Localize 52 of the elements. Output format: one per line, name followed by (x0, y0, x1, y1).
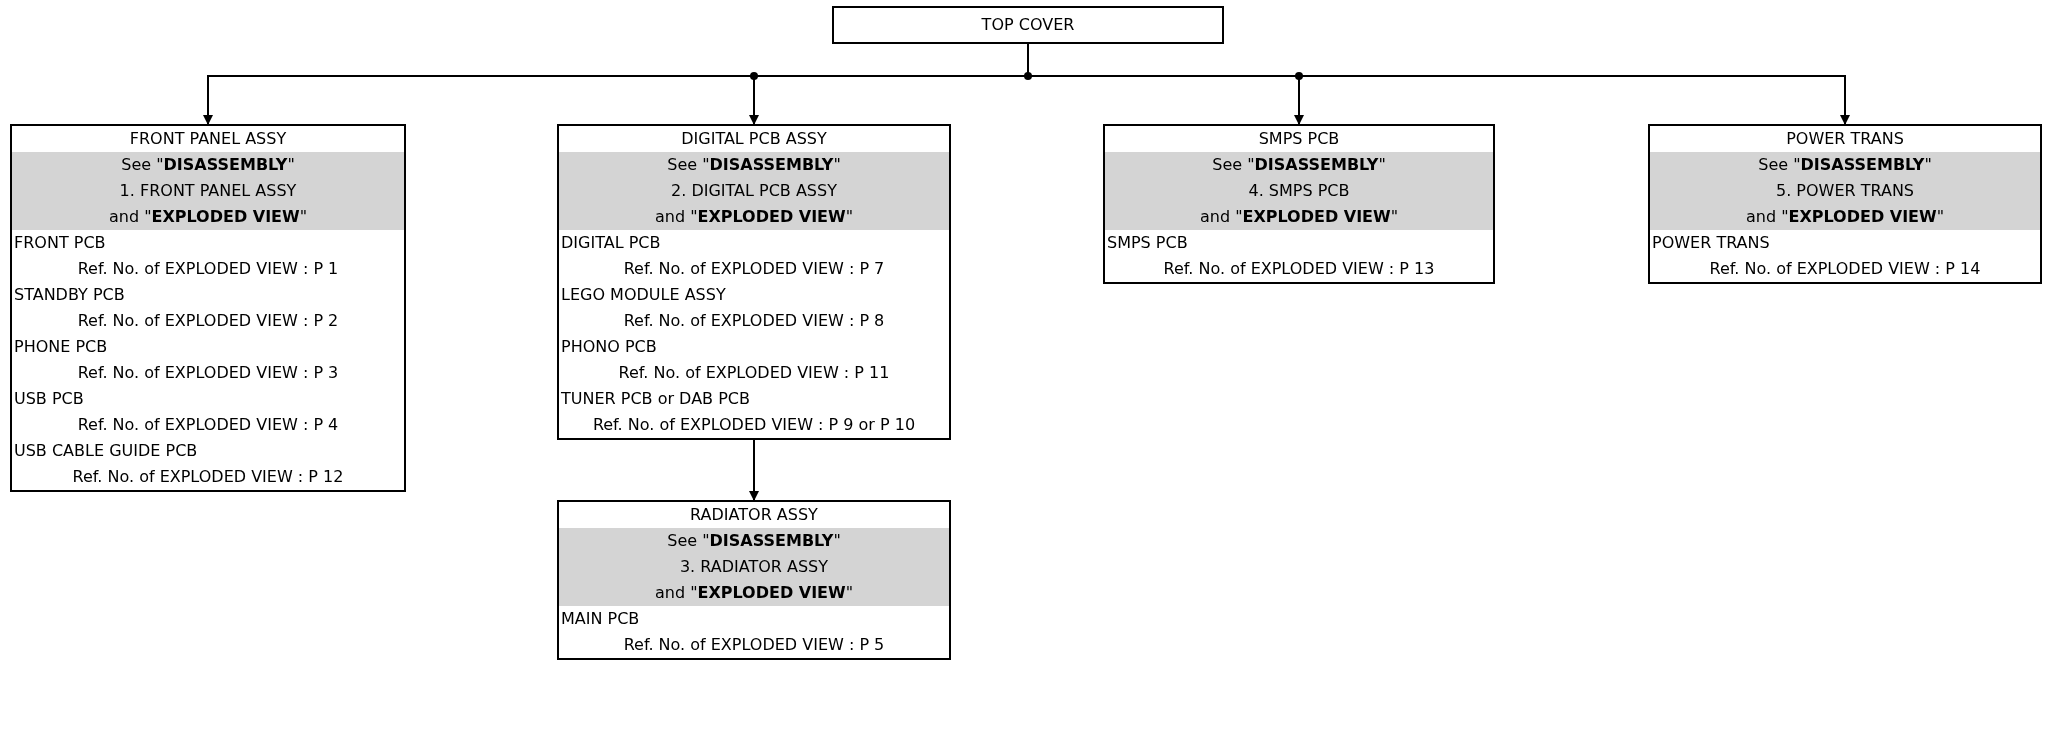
note-text: 1. FRONT PANEL ASSY (12, 178, 404, 204)
note-text: See "DISASSEMBLY" (1105, 152, 1493, 178)
note-text: See "DISASSEMBLY" (12, 152, 404, 178)
connector-arrow (749, 439, 759, 501)
reference-text: Ref. No. of EXPLODED VIEW : P 7 (622, 258, 886, 280)
part-name: STANDBY PCB (13, 284, 126, 306)
box-heading: TOP COVER (980, 14, 1076, 36)
note-text: and "EXPLODED VIEW" (1650, 204, 2040, 230)
note-text: and "EXPLODED VIEW" (12, 204, 404, 230)
part-box (557, 500, 951, 660)
note-text: 4. SMPS PCB (1105, 178, 1493, 204)
reference-text: Ref. No. of EXPLODED VIEW : P 13 (1162, 258, 1436, 280)
reference-text: Ref. No. of EXPLODED VIEW : P 4 (76, 414, 340, 436)
part-name: DIGITAL PCB (560, 232, 662, 254)
reference-text: Ref. No. of EXPLODED VIEW : P 11 (617, 362, 891, 384)
note-text: See "DISASSEMBLY" (559, 152, 949, 178)
reference-text: Ref. No. of EXPLODED VIEW : P 9 or P 10 (591, 414, 917, 436)
part-box (1103, 124, 1495, 284)
part-name: PHONO PCB (560, 336, 658, 358)
note-text: See "DISASSEMBLY" (559, 528, 949, 554)
reference-text: Ref. No. of EXPLODED VIEW : P 1 (76, 258, 340, 280)
box-heading: SMPS PCB (1257, 128, 1341, 150)
reference-text: Ref. No. of EXPLODED VIEW : P 8 (622, 310, 886, 332)
box-heading: DIGITAL PCB ASSY (680, 128, 828, 150)
reference-text: Ref. No. of EXPLODED VIEW : P 5 (622, 634, 886, 656)
reference-text: Ref. No. of EXPLODED VIEW : P 2 (76, 310, 340, 332)
box-heading: POWER TRANS (1785, 128, 1905, 150)
reference-text: Ref. No. of EXPLODED VIEW : P 14 (1708, 258, 1982, 280)
part-box (1648, 124, 2042, 284)
part-name: USB PCB (13, 388, 85, 410)
part-box (832, 6, 1224, 44)
reference-text: Ref. No. of EXPLODED VIEW : P 3 (76, 362, 340, 384)
note-text: See "DISASSEMBLY" (1650, 152, 2040, 178)
note-text: 5. POWER TRANS (1650, 178, 2040, 204)
part-box (557, 124, 951, 440)
part-name: FRONT PCB (13, 232, 107, 254)
reference-text: Ref. No. of EXPLODED VIEW : P 12 (71, 466, 345, 488)
box-heading: RADIATOR ASSY (689, 504, 819, 526)
part-box (10, 124, 406, 492)
note-text: and "EXPLODED VIEW" (559, 204, 949, 230)
note-text: and "EXPLODED VIEW" (559, 580, 949, 606)
part-name: SMPS PCB (1106, 232, 1189, 254)
part-name: PHONE PCB (13, 336, 109, 358)
note-text: and "EXPLODED VIEW" (1105, 204, 1493, 230)
note-text: 2. DIGITAL PCB ASSY (559, 178, 949, 204)
part-name: USB CABLE GUIDE PCB (13, 440, 199, 462)
box-heading: FRONT PANEL ASSY (128, 128, 288, 150)
part-name: MAIN PCB (560, 608, 641, 630)
part-name: POWER TRANS (1651, 232, 1771, 254)
note-text: 3. RADIATOR ASSY (559, 554, 949, 580)
part-name: TUNER PCB or DAB PCB (560, 388, 751, 410)
part-name: LEGO MODULE ASSY (560, 284, 727, 306)
